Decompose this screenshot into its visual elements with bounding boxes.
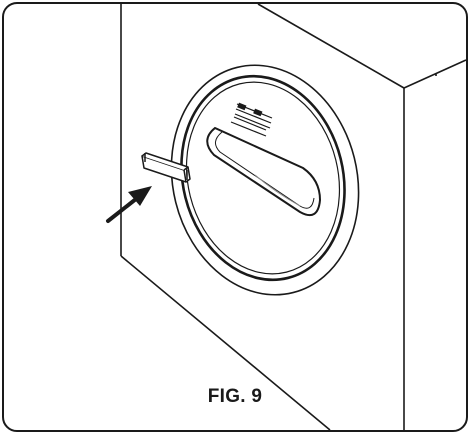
box-front-bottom-edge (120, 255, 331, 431)
appliance-box (120, 3, 467, 431)
tab-top (141, 152, 189, 171)
box-top-side-edge (403, 59, 467, 89)
dial-outer-ring (170, 64, 360, 296)
box-top-right-edge (257, 3, 405, 89)
control-dial-icon (170, 64, 360, 296)
dial-window (206, 126, 322, 216)
arrow-pointing-to-tab-icon (106, 186, 152, 223)
dial-inner-ring-2 (185, 81, 341, 275)
figure-caption: FIG. 9 (207, 386, 263, 407)
removable-tab-icon (141, 152, 191, 183)
dial-window-shade (254, 174, 301, 207)
dial-window-inner (215, 131, 315, 209)
dial-grille (230, 102, 273, 137)
dial-inner-ring (180, 74, 346, 282)
